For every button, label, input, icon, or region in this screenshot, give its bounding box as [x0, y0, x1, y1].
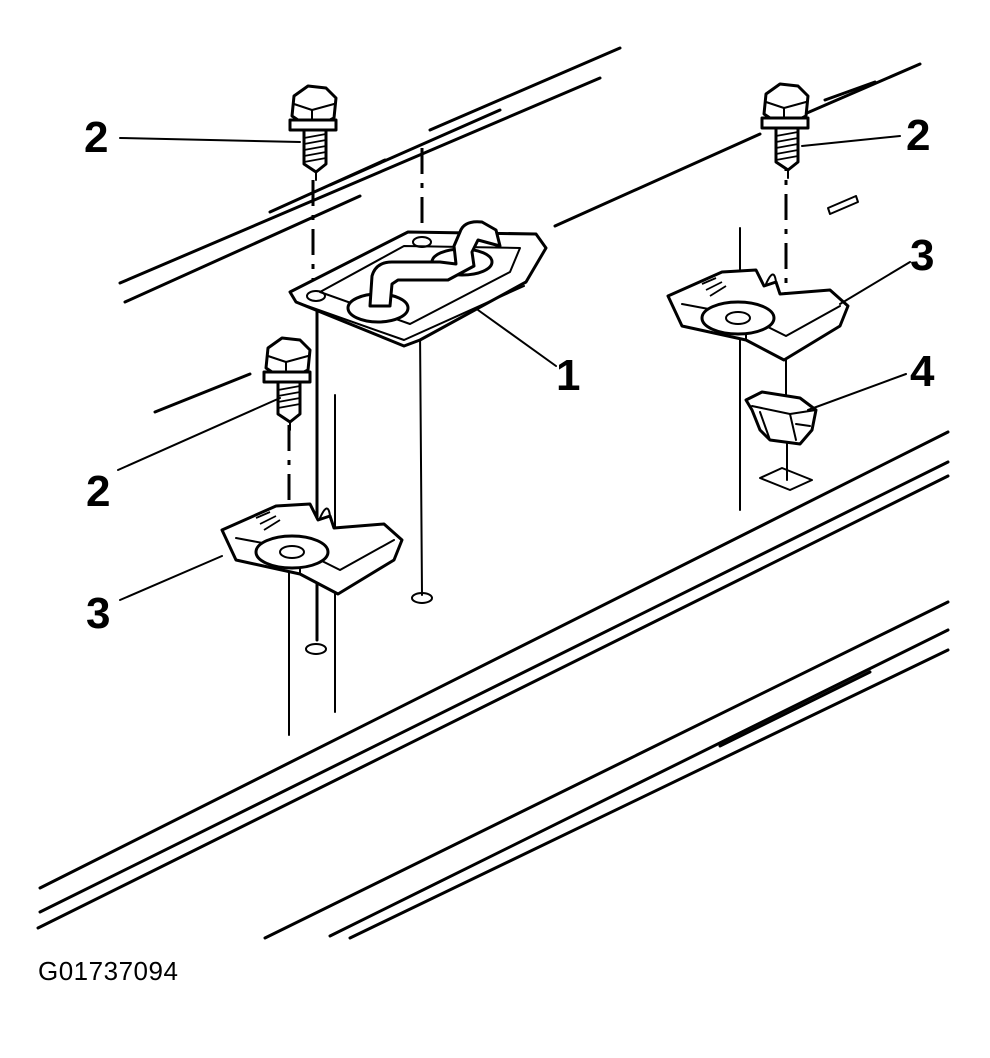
bolt-left: [262, 336, 312, 431]
callout-1: 1: [556, 351, 580, 400]
callout-2-left: 2: [86, 467, 110, 516]
callout-4: 4: [910, 347, 935, 396]
leader-3-left: [119, 555, 223, 601]
callout-3-right: 3: [910, 231, 934, 280]
floor-panel-lines: [36, 46, 950, 940]
figure-id: G01737094: [38, 956, 179, 986]
leader-lines: [117, 135, 911, 601]
leader-2-left: [117, 397, 281, 471]
spacer-clip: [744, 390, 818, 446]
leader-2-top-left: [119, 137, 301, 143]
bolt-top-right: [760, 82, 810, 179]
leader-4: [807, 373, 907, 411]
callout-2-top-left: 2: [84, 113, 108, 162]
leader-3-right: [839, 261, 911, 305]
leader-1: [477, 309, 557, 367]
leader-2-top-right: [801, 135, 901, 147]
callout-2-top-right: 2: [906, 111, 930, 160]
alignment-lines: [287, 145, 813, 736]
striker-plate: [288, 220, 548, 348]
retainer-plate-left: [220, 502, 404, 596]
retainer-plate-right: [666, 268, 850, 362]
callout-3-left: 3: [86, 589, 110, 638]
bolt-top-left: [288, 84, 338, 181]
